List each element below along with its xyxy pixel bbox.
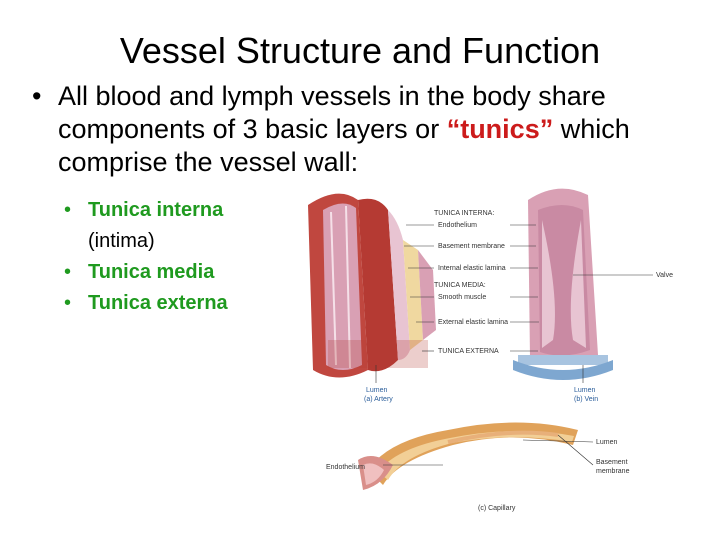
label-external-elastic: External elastic lamina [438, 319, 508, 326]
label-capillary: (c) Capillary [478, 505, 516, 512]
artery-illustration [308, 193, 436, 378]
bullet-text-after: which comprise the vessel wall: [58, 114, 630, 177]
capillary-illustration [358, 422, 578, 490]
sub-bullet-externa: • Tunica externa [62, 288, 322, 319]
label-artery: (a) Artery [364, 396, 393, 403]
label-endothelium: Endothelium [438, 222, 477, 229]
vein-illustration [513, 188, 613, 380]
leader-lines [375, 224, 653, 466]
sub-bullet-dot: • [64, 292, 72, 314]
label-endothelium-c: Endothelium [326, 464, 365, 471]
sub-bullet-label: Tunica externa [88, 292, 228, 314]
main-bullet-text: All blood and lymph vessels in the body … [58, 80, 698, 179]
vessel-figure: TUNICA INTERNA: Endothelium Basement mem… [298, 180, 714, 518]
sub-bullet-dot: • [64, 261, 72, 283]
label-tunica-media: TUNICA MEDIA: [434, 282, 486, 289]
sub-bullet-extra: (intima) [88, 230, 155, 252]
label-lumen-b: Lumen [574, 387, 596, 394]
label-lumen-a: Lumen [366, 387, 388, 394]
sub-bullet-label: Tunica media [88, 261, 215, 283]
bullet-dot: • [32, 81, 42, 111]
label-tunica-interna: TUNICA INTERNA: [434, 210, 494, 217]
label-basement-membrane: Basement membrane [438, 243, 505, 250]
slide-title: Vessel Structure and Function [119, 30, 601, 71]
label-valve: Valve [656, 272, 673, 279]
sub-bullet-label: Tunica interna [88, 199, 224, 221]
bullet-text-before: All blood and lymph vessels in the body … [58, 81, 606, 144]
label-lumen-c: Lumen [596, 439, 618, 446]
sub-bullet-dot: • [64, 199, 72, 221]
vessel-illustration: TUNICA INTERNA: Endothelium Basement mem… [308, 188, 673, 512]
sub-bullet-interna: • Tunica interna (intima) [62, 195, 322, 257]
tunics-highlight: “tunics” [446, 114, 554, 144]
label-internal-elastic: Internal elastic lamina [438, 265, 506, 272]
sub-bullet-list: • Tunica interna (intima) • Tunica media… [62, 195, 322, 319]
label-basement-c2: membrane [596, 468, 630, 475]
sub-bullet-media: • Tunica media [62, 257, 322, 288]
label-basement-c1: Basement [596, 459, 628, 466]
label-vein: (b) Vein [574, 396, 598, 403]
label-tunica-externa: TUNICA EXTERNA [438, 348, 499, 355]
label-smooth-muscle: Smooth muscle [438, 294, 486, 301]
